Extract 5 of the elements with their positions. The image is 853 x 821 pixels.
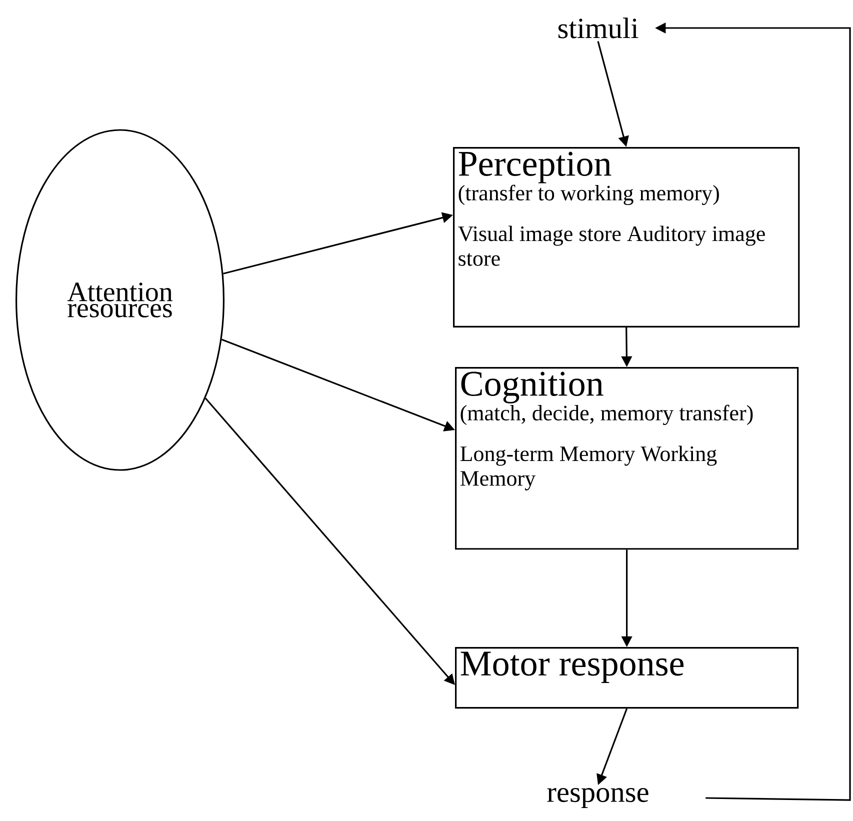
text-label: stimuli	[558, 18, 638, 38]
text-label: response	[547, 788, 648, 808]
process-box: Motor response	[455, 647, 799, 709]
process-box: Cognition (match, decide, memory transfer) Long-term Memory Working Memory	[455, 367, 799, 550]
process-box: Perception (transfer to working memory) Visual image store Auditory image store	[453, 147, 800, 328]
